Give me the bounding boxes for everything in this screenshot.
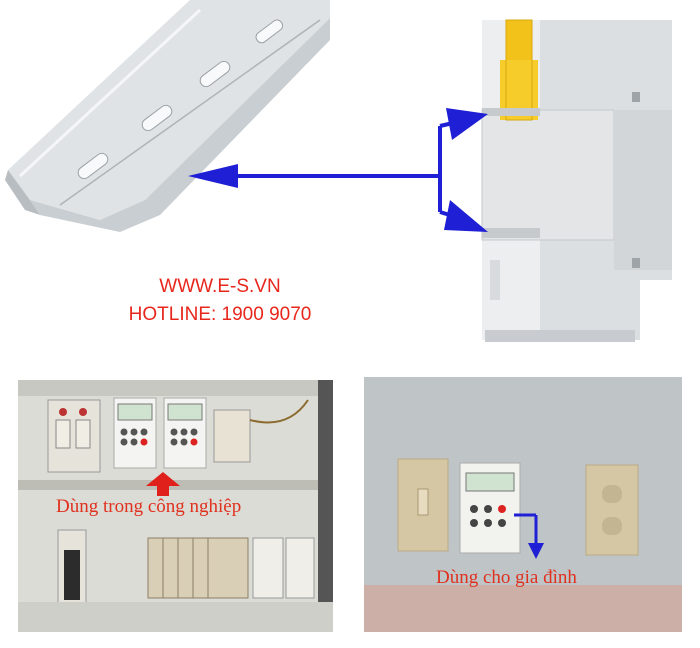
- light-switch: [397, 458, 449, 552]
- product-illustration: [5, 0, 672, 342]
- website-text: WWW.E-S.VN: [159, 276, 281, 297]
- hotline-text: HOTLINE: 1900 9070: [128, 304, 312, 325]
- din-rail-image: [5, 0, 330, 232]
- timer-device-home: [459, 462, 521, 554]
- arrow-left-icon: [188, 164, 440, 188]
- timer-device-1: [113, 397, 157, 469]
- power-outlet: [585, 464, 639, 556]
- timer-device-2: [163, 397, 207, 469]
- home-caption: Dùng cho gia đình: [436, 567, 577, 588]
- home-use-photo: Dùng cho gia đình: [364, 377, 682, 632]
- arrow-down-icon: [514, 513, 544, 559]
- circuit-breakers: [47, 399, 101, 473]
- timer-device-side-image: [481, 19, 672, 342]
- industrial-use-photo: Dùng trong công nghiệp: [18, 380, 333, 632]
- contactors: [147, 537, 315, 599]
- arrow-bracket-icon: [438, 108, 488, 232]
- arrow-up-icon: [146, 472, 180, 496]
- industrial-caption: Dùng trong công nghiệp: [56, 496, 242, 517]
